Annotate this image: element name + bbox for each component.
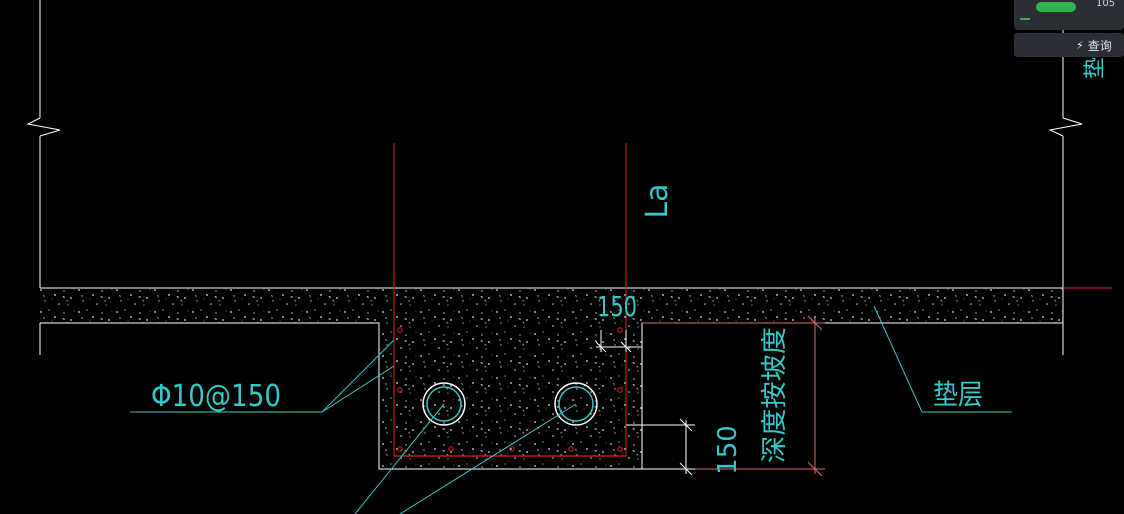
rebar-dots — [397, 327, 623, 452]
status-value: 105 — [1096, 0, 1116, 9]
cushion-label: 垫层 — [933, 378, 983, 411]
progress-bar — [1036, 2, 1076, 12]
status-panel: 105 — [1014, 0, 1124, 30]
concrete-trench — [379, 288, 642, 469]
left-wall — [26, 0, 61, 355]
pipe-right — [554, 382, 598, 426]
rebar-spec-label: Φ10@150 — [151, 379, 281, 414]
progress-tick — [1020, 18, 1030, 20]
slope-depth-label: 深度按坡度 — [760, 327, 790, 463]
slab-outline — [40, 287, 1064, 470]
dimension-150-right-label: 150 — [713, 425, 743, 475]
dimension-150-right — [626, 418, 695, 476]
query-button[interactable]: ⚡ 查询 — [1014, 33, 1124, 57]
bolt-icon: ⚡ — [1076, 38, 1084, 52]
dimension-150-top — [595, 330, 642, 353]
pipe-left — [422, 382, 466, 426]
leader-lines — [130, 305, 1012, 514]
anchor-length-label: La — [640, 183, 675, 218]
dimension-150-top-label: 150 — [597, 290, 637, 323]
break-symbol-left — [26, 117, 61, 137]
partial-right-label: 垫 — [1083, 57, 1108, 79]
query-button-label: 查询 — [1087, 38, 1112, 53]
break-symbol-right — [1048, 117, 1083, 137]
